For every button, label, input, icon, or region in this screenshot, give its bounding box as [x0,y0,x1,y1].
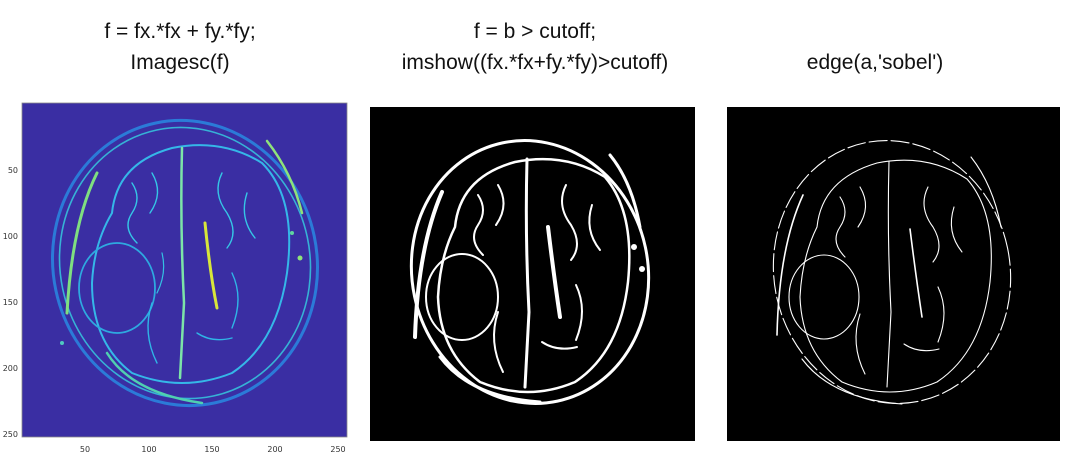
x-tick-label: 100 [141,445,156,454]
caption-threshold: f = b > cutoff; imshow((fx.*fx+fy.*fy)>c… [355,16,715,78]
x-tick-label: 150 [204,445,219,454]
y-tick-label: 250 [3,430,18,439]
caption-line: Imagesc(f) [130,51,230,74]
y-tick-label: 200 [3,364,18,373]
x-tick-label: 200 [267,445,282,454]
brain-gradient-image [51,118,319,408]
x-tick-label: 50 [80,445,90,454]
image-background [370,107,695,441]
sobel-edge-strokes [772,140,1012,405]
binary-edge-strokes [409,139,651,405]
y-tick-label: 50 [8,166,18,175]
sobel-edge-image [727,107,1060,441]
y-axis: 50 100 150 200 250 [3,166,18,439]
caption-line: imshow((fx.*fx+fy.*fy)>cutoff) [401,51,669,74]
caption-line: f = b > cutoff; [473,20,597,43]
y-tick-label: 150 [3,298,18,307]
y-tick-label: 100 [3,232,18,241]
x-axis: 50 100 150 200 250 [80,445,346,454]
caption-imagesc: f = fx.*fx + fy.*fy; Imagesc(f) [40,16,320,78]
threshold-edge-image [370,107,695,441]
plot-axes-background [21,102,348,438]
caption-line: edge(a,'sobel') [806,51,944,74]
caption-line: f = fx.*fx + fy.*fy; [104,20,256,43]
gradient-magnitude-plot: 50 100 150 200 250 50 100 150 200 250 [0,95,360,465]
caption-sobel: edge(a,'sobel') [745,47,1005,78]
image-background [727,107,1060,441]
x-tick-label: 250 [330,445,345,454]
